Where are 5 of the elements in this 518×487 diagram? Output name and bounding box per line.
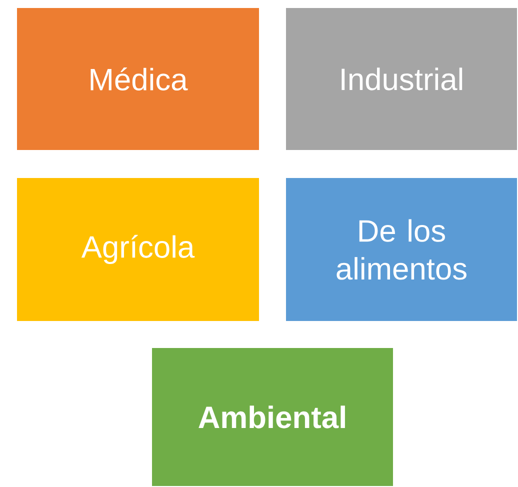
category-box: Ambiental xyxy=(152,348,393,486)
category-box: Médica xyxy=(17,8,259,150)
category-box: Agrícola xyxy=(17,178,259,321)
category-box: Industrial xyxy=(286,8,517,150)
category-box: De los alimentos xyxy=(286,178,517,321)
